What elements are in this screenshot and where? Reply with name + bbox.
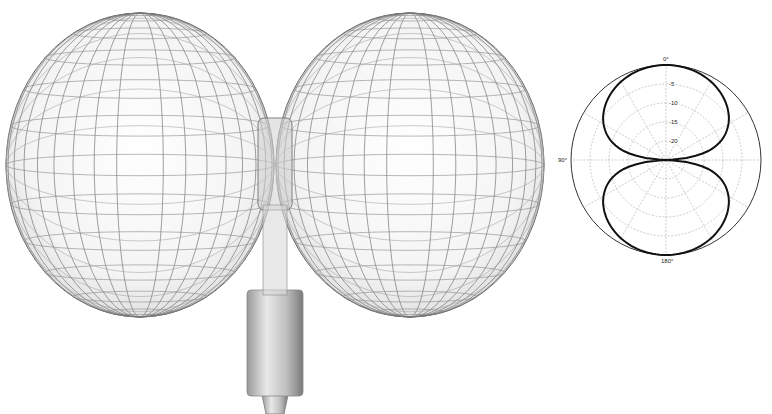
lobe-outline bbox=[6, 13, 274, 317]
meridian-line bbox=[6, 18, 274, 312]
polar-plot bbox=[571, 65, 761, 255]
longitude-line bbox=[284, 13, 536, 317]
level-label: -20 bbox=[668, 138, 679, 144]
angle-label: 0° bbox=[662, 56, 670, 62]
level-label: -15 bbox=[668, 119, 679, 125]
meridian-line bbox=[6, 58, 274, 273]
meridian-line bbox=[276, 33, 544, 296]
polar-spoke bbox=[584, 160, 666, 208]
latitude-line bbox=[6, 154, 274, 175]
longitude-line bbox=[343, 13, 477, 317]
longitude-line bbox=[324, 13, 496, 317]
polar-spoke bbox=[666, 113, 748, 161]
longitude-line bbox=[24, 13, 256, 317]
polar-spoke bbox=[666, 65, 667, 160]
longitude-line bbox=[94, 13, 186, 317]
polar-spoke bbox=[619, 78, 667, 160]
longitude-line bbox=[294, 13, 526, 317]
longitude-line bbox=[387, 13, 434, 317]
longitude-line bbox=[37, 13, 242, 317]
polar-spoke bbox=[584, 113, 666, 161]
polar-frame bbox=[571, 65, 761, 255]
angle-label: 180° bbox=[660, 258, 674, 264]
polar-spoke bbox=[666, 160, 667, 255]
meridian-line bbox=[276, 58, 544, 273]
latitude-line bbox=[276, 154, 544, 175]
meridian-line bbox=[6, 89, 274, 241]
polar-spoke bbox=[666, 78, 714, 160]
longitude-line bbox=[14, 13, 266, 317]
angle-label: 90° bbox=[557, 157, 568, 163]
longitude-line bbox=[73, 13, 207, 317]
polar-pattern bbox=[603, 65, 729, 255]
polar-spoke bbox=[666, 160, 748, 208]
polar-spoke bbox=[666, 160, 714, 242]
level-label: -5 bbox=[668, 81, 675, 87]
longitude-line bbox=[54, 13, 226, 317]
mic-body bbox=[247, 290, 303, 396]
meridian-line bbox=[6, 126, 274, 205]
level-label: -10 bbox=[668, 100, 679, 106]
mic-stem bbox=[262, 395, 288, 414]
longitude-line bbox=[307, 13, 512, 317]
longitude-line bbox=[117, 13, 164, 317]
polar-spoke bbox=[571, 160, 666, 161]
mic-neck bbox=[263, 205, 287, 295]
mic-capsule bbox=[258, 118, 292, 210]
polar-spoke bbox=[666, 160, 761, 161]
meridian-line bbox=[6, 33, 274, 296]
meridian-line bbox=[276, 89, 544, 241]
polar-spoke bbox=[619, 160, 667, 242]
lobe-outline bbox=[276, 13, 544, 317]
meridian-line bbox=[276, 126, 544, 205]
meridian-line bbox=[276, 18, 544, 312]
wireframe-lobes bbox=[6, 13, 544, 317]
longitude-line bbox=[364, 13, 456, 317]
